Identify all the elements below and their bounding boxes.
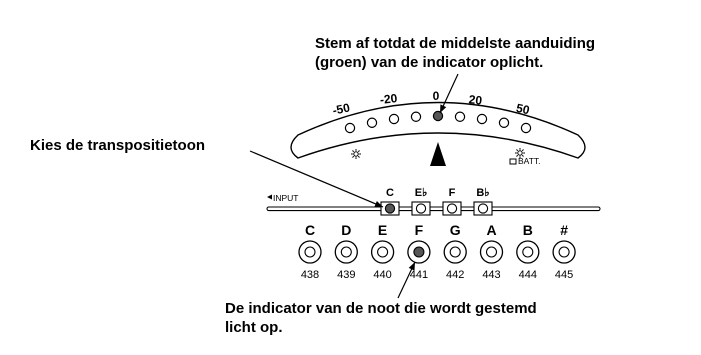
sun-ray	[357, 155, 360, 158]
note-led	[485, 246, 498, 258]
input-label: INPUT	[273, 193, 299, 203]
top-callout-line-1: Stem af totdat de middelste aanduiding	[315, 35, 596, 52]
note-led	[340, 246, 352, 258]
note-label: C	[305, 222, 315, 238]
left-callout: Kies de transpositietoon	[30, 137, 206, 154]
battery-icon	[509, 158, 517, 165]
transpose-key-label: F	[449, 187, 456, 199]
meter-led	[520, 122, 532, 134]
transpose-led-active	[384, 203, 396, 214]
sun-ray	[352, 155, 355, 158]
meter-scale-label: -50	[331, 100, 351, 117]
bottom-callout-line-1: De indicator van de noot die wordt geste…	[225, 300, 537, 317]
note-freq: 443	[482, 269, 500, 281]
meter-led	[410, 111, 422, 122]
leader-top-arrowhead	[440, 104, 447, 113]
transpose-led	[415, 203, 427, 214]
meter-led	[366, 117, 378, 128]
sun-ray	[516, 149, 519, 152]
note-label: G	[450, 222, 461, 238]
note-label: E	[378, 222, 387, 238]
note-freq: 444	[519, 269, 537, 281]
meter-scale-label: 50	[515, 101, 531, 118]
sun-core	[517, 150, 523, 156]
note-led	[558, 246, 570, 258]
sun-core	[353, 151, 359, 157]
note-label: B	[523, 222, 533, 238]
leader-left-arrowhead	[374, 200, 383, 207]
note-label: F	[415, 222, 424, 238]
transpose-key-label: E♭	[415, 187, 428, 199]
top-callout-line-2: (groen) van de indicator oplicht.	[315, 54, 544, 71]
note-label: A	[486, 222, 496, 238]
led-icon-left	[351, 149, 361, 159]
sun-ray	[352, 150, 355, 153]
sun-ray	[357, 150, 360, 153]
batt-label: BATT.	[518, 156, 541, 166]
meter-led	[454, 111, 466, 122]
sun-ray	[521, 149, 524, 152]
sun-ray	[516, 154, 519, 157]
note-led	[304, 246, 316, 258]
meter-led	[476, 113, 488, 125]
note-freq: 441	[410, 269, 428, 281]
needle-triangle	[430, 142, 446, 166]
note-freq: 442	[446, 269, 464, 281]
bottom-callout-line-2: licht op.	[225, 319, 283, 336]
transpose-key-label: B♭	[476, 187, 489, 199]
transpose-led	[446, 203, 458, 214]
transpose-led	[477, 203, 489, 214]
note-led-active	[413, 246, 425, 258]
note-freq: 440	[373, 269, 391, 281]
transpose-selector: INPUT C E♭ F B♭	[266, 187, 601, 216]
top-callout: Stem af totdat de middelste aanduiding (…	[315, 34, 595, 72]
meter-led-center	[432, 110, 444, 122]
leader-bottom-arrowhead	[408, 262, 415, 271]
led-icon-right	[515, 148, 525, 158]
note-indicators: C 438 D 439 E 440 F 441 G 442 A 443 B 444 #445	[298, 222, 576, 281]
bottom-callout: De indicator van de noot die wordt geste…	[225, 299, 537, 337]
note-freq: 445	[555, 269, 573, 281]
transpose-key-label: C	[386, 187, 394, 199]
note-freq: 438	[301, 269, 319, 281]
meter-led	[498, 117, 510, 128]
note-label: D	[341, 222, 351, 238]
input-rail	[266, 206, 601, 212]
input-arrow-icon	[267, 194, 272, 200]
note-led	[377, 246, 389, 258]
leader-lines	[249, 73, 459, 299]
meter-housing	[290, 101, 586, 159]
note-led	[522, 246, 534, 258]
meter-scale-label: 0	[433, 89, 440, 103]
note-label: #	[560, 222, 568, 238]
meter-led	[388, 113, 400, 125]
sun-ray	[521, 154, 524, 157]
meter-led	[344, 122, 356, 134]
note-freq: 439	[337, 269, 355, 281]
note-led	[449, 246, 461, 258]
leader-left	[249, 150, 384, 208]
meter-scale-label: 20	[468, 92, 483, 107]
meter-scale-label: -20	[379, 91, 398, 107]
